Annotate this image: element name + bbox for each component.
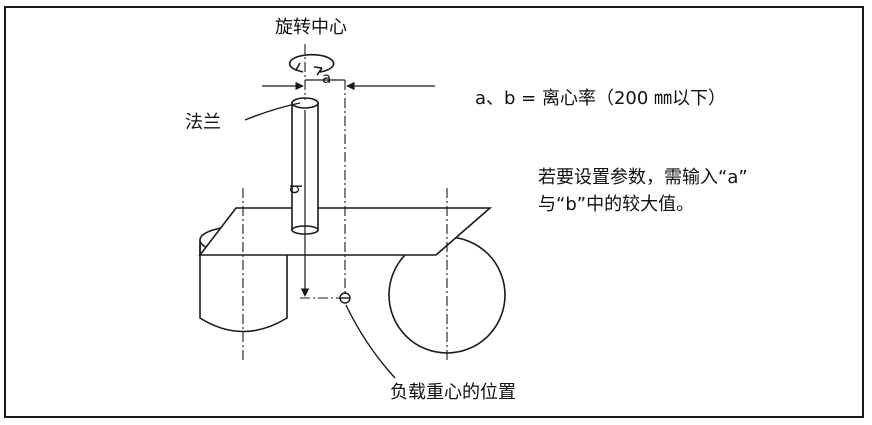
instruction-line-1: 若要设置参数，需输入“a” [538,167,748,188]
load-cog-label: 负载重心的位置 [390,382,516,403]
leader-lines [244,102,396,379]
dimension-b-label: b [286,184,305,194]
center-lines [242,44,448,362]
rotation-center-label: 旋转中心 [275,17,347,38]
eccentricity-note: a、b = 离心率（200 ㎜以下） [475,88,726,109]
dimension-a [262,79,435,91]
rotation-arrow-icon [288,53,335,76]
flange-label: 法兰 [185,112,221,133]
dimension-a-label: a [322,69,331,87]
instruction-line-2: 与“b”中的较大值。 [538,194,694,215]
load-cog-marker-icon [339,292,351,304]
